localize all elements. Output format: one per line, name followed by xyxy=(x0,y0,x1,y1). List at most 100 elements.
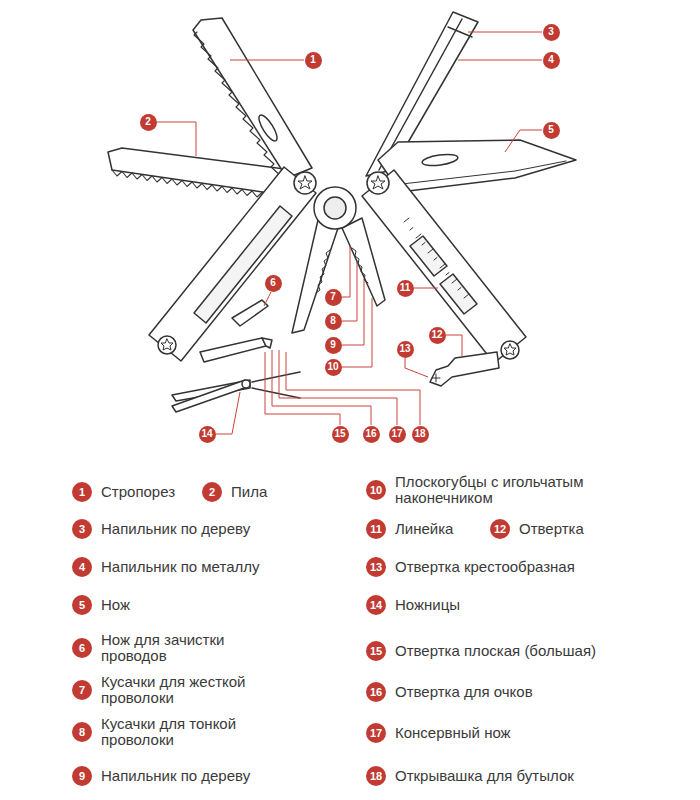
screw xyxy=(367,172,389,194)
callout-number: 3 xyxy=(548,27,554,37)
leader-line xyxy=(272,350,371,425)
callout-circle: 2 xyxy=(140,114,157,131)
callout-circle: 15 xyxy=(332,426,349,443)
leader-line xyxy=(279,350,397,425)
legend-circle: 16 xyxy=(366,682,386,702)
callout-circle: 10 xyxy=(325,359,342,376)
legend-number: 11 xyxy=(370,524,382,535)
callout-number: 12 xyxy=(431,330,442,340)
callout-circle: 16 xyxy=(363,426,380,443)
leader-line xyxy=(216,392,240,434)
callout-circle: 17 xyxy=(389,426,406,443)
handle-slot xyxy=(440,274,477,314)
legend-number: 1 xyxy=(79,487,85,498)
callout-circle: 4 xyxy=(543,52,560,69)
legend-text: Напильник по металлу xyxy=(101,559,259,575)
screw-star xyxy=(298,176,312,189)
handle-slot xyxy=(194,206,292,323)
leader-line xyxy=(342,246,350,297)
leader-line xyxy=(265,352,340,425)
legend-circle: 9 xyxy=(72,766,92,786)
legend-item: 12 Отвертка xyxy=(490,519,584,539)
ruler-ticks xyxy=(404,218,469,298)
scissors-blade xyxy=(172,380,250,412)
strap-cutter-blade xyxy=(193,18,312,178)
callout-circle: 18 xyxy=(412,426,429,443)
legend-number: 4 xyxy=(79,562,85,573)
legend-item: 6Нож для зачистки проводов xyxy=(72,632,251,664)
pivot-hub xyxy=(324,197,346,219)
legend-item: 4 Напильник по металлу xyxy=(72,557,259,577)
plier-teeth xyxy=(352,248,368,283)
scissors-spring xyxy=(252,372,300,398)
legend-number: 13 xyxy=(370,562,382,573)
legend-text: Плоскогубцы с игольчатым наконечником xyxy=(395,474,645,506)
legend-number: 12 xyxy=(494,524,506,535)
legend-number: 5 xyxy=(79,600,85,611)
legend-circle: 2 xyxy=(202,482,222,502)
legend-item: 16 Отвертка для очков xyxy=(366,682,533,702)
plier-teeth xyxy=(316,250,330,293)
legend-number: 9 xyxy=(79,771,85,782)
callout-circle: 1 xyxy=(305,52,322,69)
callout-number: 6 xyxy=(270,278,276,288)
pivot xyxy=(314,187,356,229)
legend-item: 11 Линейка xyxy=(366,519,453,539)
legend-text: Отвертка xyxy=(519,521,584,537)
legend-number: 6 xyxy=(79,643,85,654)
callout-number: 7 xyxy=(330,292,336,302)
callout-circle: 13 xyxy=(397,341,414,358)
leader-line xyxy=(458,60,542,61)
leader-line xyxy=(342,262,357,321)
legend-circle: 6 xyxy=(72,638,92,658)
legend-number: 17 xyxy=(370,728,382,739)
legend-text: Кусачки для тонкой проволоки xyxy=(101,716,291,748)
scissors-pivot xyxy=(242,380,250,388)
callout-number: 8 xyxy=(330,316,336,326)
legend-text: Кусачки для жесткой проволоки xyxy=(101,674,291,706)
callout-number: 10 xyxy=(327,362,338,372)
legend-circle: 4 xyxy=(72,557,92,577)
legend-circle: 15 xyxy=(366,641,386,661)
plier-jaw xyxy=(292,220,338,333)
legend-item: 18Открывашка для бутылок xyxy=(366,766,574,786)
leader-line xyxy=(468,32,542,33)
legend-text: Линейка xyxy=(395,521,453,537)
screw-star xyxy=(371,176,385,189)
legend-text: Отвертка крестообразная xyxy=(395,559,575,575)
legend-text: Отвертка для очков xyxy=(395,684,533,700)
screwdriver-bit xyxy=(430,352,499,386)
legend-item: 2Пила xyxy=(202,482,267,502)
legend-circle: 8 xyxy=(72,722,92,742)
callout-circle: 11 xyxy=(397,280,414,297)
legend-text: Отвертка плоская (большая) xyxy=(395,643,596,659)
legend-item: 15 Отвертка плоская (большая) xyxy=(366,641,596,661)
legend-circle: 10 xyxy=(366,480,386,500)
legend-number: 14 xyxy=(370,600,382,611)
legend-item: 17Консервный нож xyxy=(366,723,511,743)
callout-number: 11 xyxy=(400,283,411,293)
legend-circle: 18 xyxy=(366,766,386,786)
legend-circle: 3 xyxy=(72,519,92,539)
screw-star xyxy=(161,339,173,350)
leader-line xyxy=(157,122,196,156)
legend-number: 10 xyxy=(370,485,382,496)
callout-circle: 8 xyxy=(325,313,342,330)
callout-number: 4 xyxy=(548,55,554,65)
legend-circle: 17 xyxy=(366,723,386,743)
screw xyxy=(294,172,316,194)
strap-cutter-serration xyxy=(194,32,281,176)
screw-star xyxy=(504,344,516,355)
legend-text: Нож xyxy=(101,597,130,613)
callout-circle: 3 xyxy=(543,24,560,41)
legend-item: 14Ножницы xyxy=(366,595,460,615)
legend-text: Напильник по дереву xyxy=(101,768,250,784)
callout-circle: 6 xyxy=(265,275,282,292)
legend-number: 7 xyxy=(79,685,85,696)
leader-line xyxy=(405,358,428,377)
handle xyxy=(149,167,316,361)
legend-number: 16 xyxy=(370,687,382,698)
legend-item: 1Стропорез xyxy=(72,482,175,502)
leader-line xyxy=(230,60,304,61)
